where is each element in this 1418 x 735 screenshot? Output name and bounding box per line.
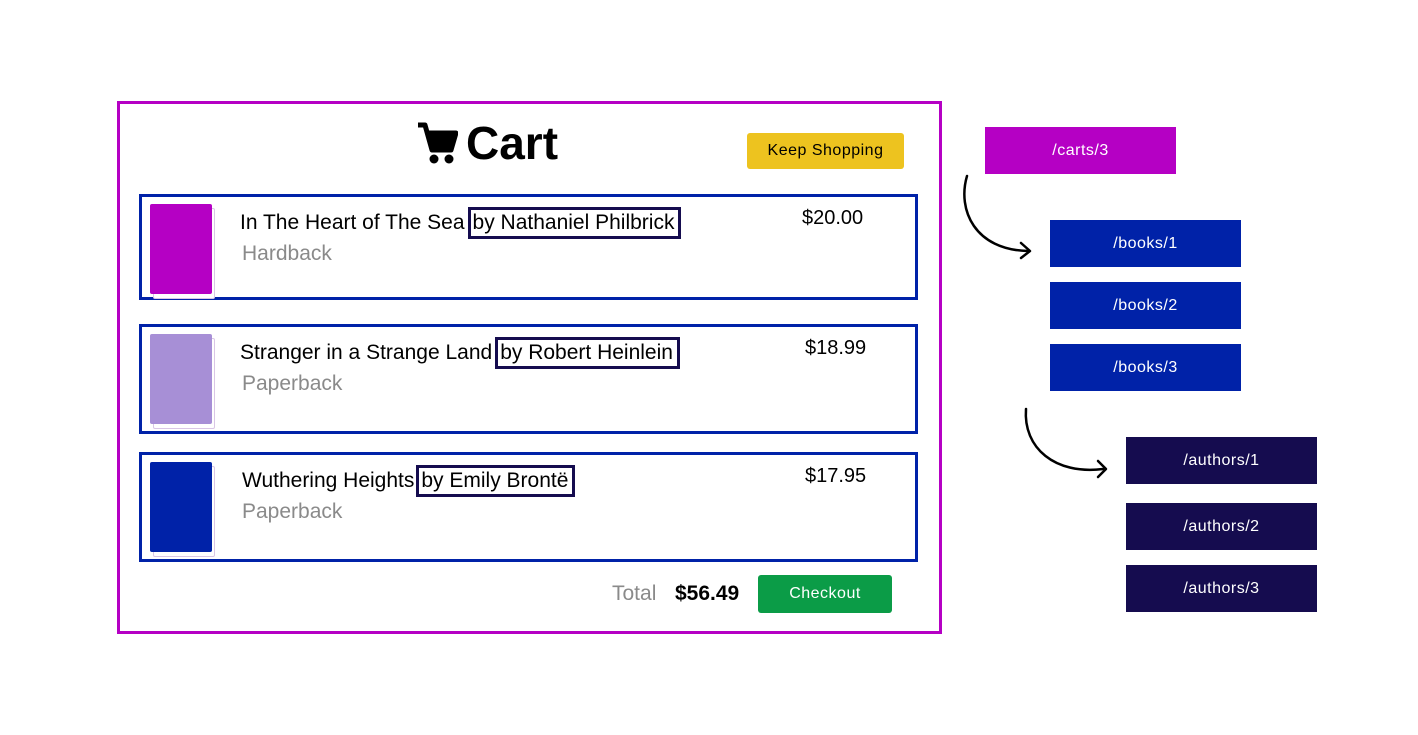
keep-shopping-button[interactable]: Keep Shopping [747, 133, 904, 169]
cart-item[interactable]: In The Heart of The Sea by Nathaniel Phi… [139, 194, 918, 300]
route-author-1: /authors/1 [1126, 437, 1317, 484]
book-price: $18.99 [805, 337, 867, 359]
book-author[interactable]: by Nathaniel Philbrick [467, 207, 682, 239]
cart-heading: Cart [416, 118, 558, 168]
route-author-3: /authors/3 [1126, 565, 1317, 612]
arrow-cart-to-books [963, 174, 1032, 260]
total-value: $56.49 [675, 582, 740, 605]
book-cover-image [150, 334, 215, 429]
book-author[interactable]: by Emily Brontë [416, 465, 576, 497]
route-book-1: /books/1 [1050, 220, 1241, 267]
book-title: Stranger in a Strange Land [240, 341, 493, 364]
book-price: $17.95 [805, 465, 867, 487]
route-book-2: /books/2 [1050, 282, 1241, 329]
book-format: Paperback [242, 372, 343, 395]
route-cart: /carts/3 [985, 127, 1176, 174]
cart-item[interactable]: Wuthering Heights by Emily Brontë Paperb… [139, 452, 918, 562]
checkout-button[interactable]: Checkout [758, 575, 892, 613]
book-format: Paperback [242, 500, 343, 523]
book-cover-image [150, 204, 215, 299]
cart-item[interactable]: Stranger in a Strange Land by Robert Hei… [139, 324, 918, 434]
book-cover-image [150, 462, 215, 557]
book-title: In The Heart of The Sea [240, 211, 465, 234]
book-title: Wuthering Heights [242, 469, 415, 492]
cart-title: Cart [466, 117, 559, 169]
cart-panel: Cart Keep Shopping In The Heart of The S… [117, 101, 942, 634]
book-author[interactable]: by Robert Heinlein [495, 337, 680, 369]
shopping-cart-icon [418, 122, 458, 164]
book-format: Hardback [242, 242, 332, 265]
route-book-3: /books/3 [1050, 344, 1241, 391]
total-label: Total [612, 582, 657, 605]
arrow-books-to-authors [1024, 407, 1108, 479]
route-author-2: /authors/2 [1126, 503, 1317, 550]
book-price: $20.00 [802, 207, 864, 229]
